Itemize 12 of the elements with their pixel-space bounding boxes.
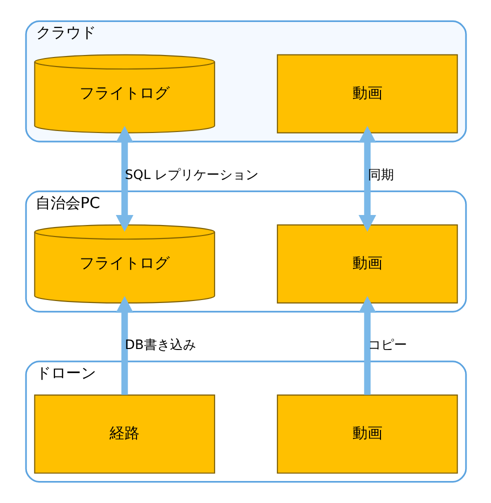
edge-label: 同期 (367, 168, 394, 183)
node-box: 経路 (34, 394, 215, 474)
node-box: 動画 (276, 54, 458, 134)
node-box: 動画 (276, 224, 458, 304)
edge-label: SQL レプリケーション (124, 168, 258, 183)
edge-label: DB書き込み (124, 338, 196, 354)
edge-label: コピー (367, 338, 406, 354)
arrow (358, 126, 376, 232)
arrow (115, 126, 133, 232)
node-box: 動画 (276, 394, 458, 474)
arrow (358, 296, 376, 395)
arrow (115, 296, 133, 395)
